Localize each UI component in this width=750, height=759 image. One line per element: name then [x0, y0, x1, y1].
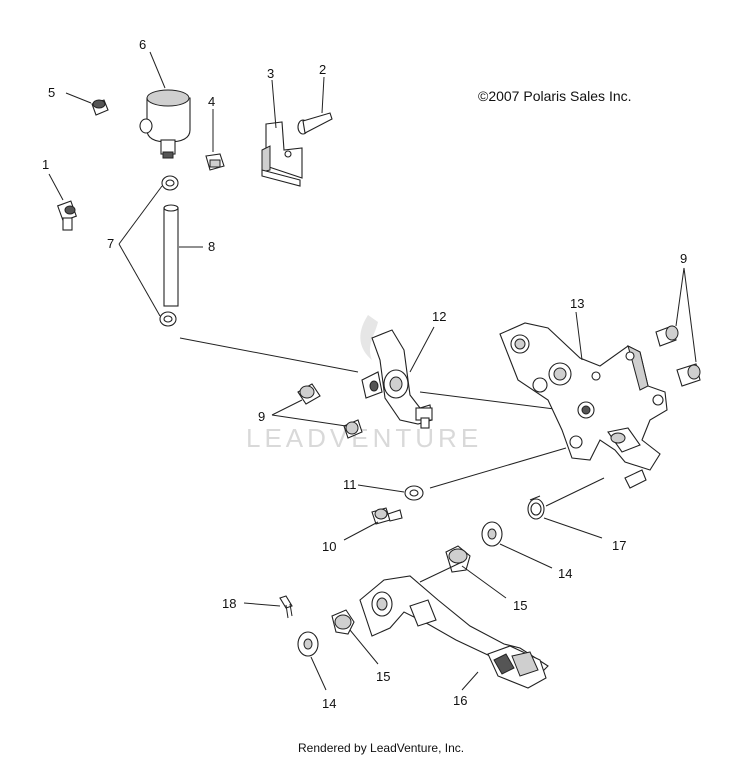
part-4-bolt[interactable]: [205, 153, 225, 171]
part-17-spring[interactable]: [527, 495, 545, 520]
callout-9-left: 9: [258, 409, 265, 424]
part-3-bracket[interactable]: [261, 121, 303, 187]
part-9-bolt-left-top[interactable]: [297, 383, 321, 405]
callout-2: 2: [319, 62, 326, 77]
callout-13: 13: [570, 296, 584, 311]
callout-18: 18: [222, 596, 236, 611]
part-9-bolt-left-bottom[interactable]: [343, 419, 363, 439]
part-13-bracket[interactable]: [499, 322, 668, 489]
part-18-cotter-pin[interactable]: [279, 595, 293, 619]
callout-1: 1: [42, 157, 49, 172]
part-15-bushing-lower[interactable]: [331, 609, 355, 635]
watermark-flame-icon: [360, 315, 378, 360]
watermark-text: LEADVENTURE: [246, 423, 482, 453]
callout-5: 5: [48, 85, 55, 100]
part-15-bushing-upper[interactable]: [445, 545, 471, 573]
callout-15-lower: 15: [376, 669, 390, 684]
part-1-fitting[interactable]: [56, 200, 78, 231]
callout-17: 17: [612, 538, 626, 553]
callout-6: 6: [139, 37, 146, 52]
copyright-text: ©2007 Polaris Sales Inc.: [478, 88, 632, 104]
callout-11: 11: [343, 477, 357, 492]
part-9-bolt-right-bottom[interactable]: [676, 363, 701, 387]
callout-7: 7: [107, 236, 114, 251]
part-6-reservoir[interactable]: [139, 89, 191, 159]
callout-15-upper: 15: [513, 598, 527, 613]
callout-14-lower: 14: [322, 696, 336, 711]
callout-12: 12: [432, 309, 446, 324]
part-7-clamp-bottom[interactable]: [159, 311, 177, 327]
part-12-master-cylinder[interactable]: [361, 329, 433, 429]
part-7-clamp-top[interactable]: [161, 175, 179, 191]
callout-3: 3: [267, 66, 274, 81]
callout-10: 10: [322, 539, 336, 554]
callout-9-right: 9: [680, 251, 687, 266]
callout-4: 4: [208, 94, 215, 109]
part-14-washer-upper[interactable]: [481, 521, 503, 547]
part-16-brake-pedal[interactable]: [359, 575, 549, 689]
part-2-rivet[interactable]: [297, 112, 333, 135]
part-14-washer-lower[interactable]: [297, 631, 319, 657]
part-5-cap[interactable]: [91, 99, 109, 116]
part-11-washer[interactable]: [404, 485, 424, 501]
part-9-bolt-right-top[interactable]: [655, 325, 679, 347]
footer-text: Rendered by LeadVenture, Inc.: [298, 741, 464, 755]
part-10-bolt[interactable]: [371, 507, 403, 525]
callout-14-upper: 14: [558, 566, 572, 581]
callout-16: 16: [453, 693, 467, 708]
callout-8: 8: [208, 239, 215, 254]
part-8-hose[interactable]: [163, 204, 179, 307]
